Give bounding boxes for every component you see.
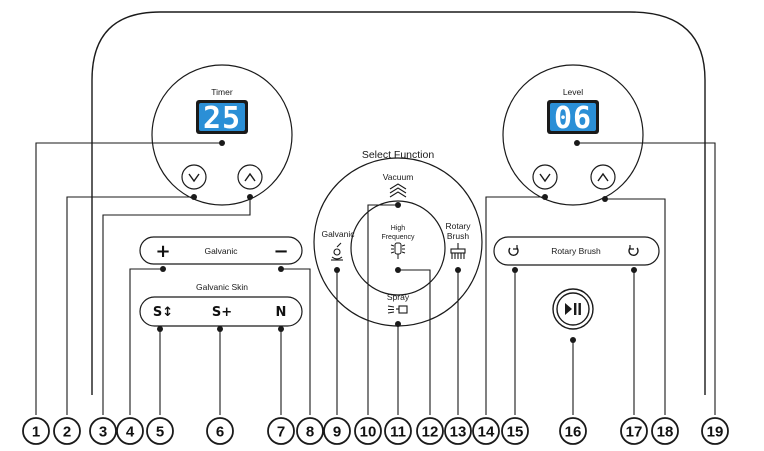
level-display-value: 06 bbox=[554, 101, 592, 136]
galvanic-skin-title: Galvanic Skin bbox=[196, 282, 248, 292]
level-up-button[interactable] bbox=[590, 164, 616, 190]
svg-text:16: 16 bbox=[565, 424, 582, 441]
callout-11: 11 bbox=[384, 417, 412, 445]
callout-15: 15 bbox=[501, 417, 529, 445]
play-pause-button[interactable] bbox=[552, 288, 594, 343]
callout-17: 17 bbox=[620, 417, 648, 445]
callout-13: 13 bbox=[444, 417, 472, 445]
svg-text:10: 10 bbox=[360, 424, 377, 441]
callout-18: 18 bbox=[651, 417, 679, 445]
rotary-brush-bar: Rotary Brush bbox=[493, 236, 660, 273]
callout-8: 8 bbox=[296, 417, 324, 445]
galvanic-wand-icon bbox=[331, 242, 343, 261]
vacuum-label: Vacuum bbox=[383, 172, 414, 182]
svg-text:5: 5 bbox=[156, 424, 164, 441]
callout-19: 19 bbox=[701, 417, 729, 445]
chevron-down-icon bbox=[539, 173, 551, 183]
galvanic-skin-bar: S↕ S+ N bbox=[139, 296, 303, 332]
svg-text:8: 8 bbox=[306, 424, 314, 441]
rotary-brush-label-line2: Brush bbox=[447, 231, 469, 241]
play-pause-icon bbox=[565, 303, 581, 315]
timer-up-button[interactable] bbox=[237, 164, 263, 190]
timer-dial: Timer 25 bbox=[151, 64, 293, 206]
galvanic-plus-button[interactable]: + bbox=[155, 241, 170, 262]
select-function-title: Select Function bbox=[362, 149, 435, 161]
svg-text:3: 3 bbox=[99, 424, 107, 441]
rotary-brush-bar-label: Rotary Brush bbox=[551, 246, 601, 256]
callout-5: 5 bbox=[146, 417, 174, 445]
rotary-brush-label-line1: Rotary bbox=[445, 221, 471, 231]
galvanic-skin-button-1[interactable]: S↕ bbox=[153, 305, 173, 320]
brush-icon bbox=[450, 243, 466, 259]
rotary-ccw-button[interactable] bbox=[508, 245, 519, 257]
vacuum-icon bbox=[389, 183, 407, 198]
svg-text:18: 18 bbox=[657, 424, 674, 441]
svg-text:14: 14 bbox=[478, 424, 495, 441]
svg-text:13: 13 bbox=[450, 424, 467, 441]
timer-display: 25 bbox=[196, 100, 248, 136]
callout-9: 9 bbox=[323, 417, 351, 445]
chevron-up-icon bbox=[597, 172, 609, 182]
rotary-cw-button[interactable] bbox=[628, 245, 639, 257]
callout-1: 1 bbox=[22, 417, 50, 445]
leader-lines bbox=[35, 142, 716, 415]
svg-text:7: 7 bbox=[277, 424, 285, 441]
svg-text:12: 12 bbox=[422, 424, 439, 441]
vacuum-option[interactable]: Vacuum bbox=[383, 172, 414, 208]
callout-14: 14 bbox=[472, 417, 500, 445]
galvanic-bar: + Galvanic − bbox=[139, 236, 303, 272]
callout-12: 12 bbox=[416, 417, 444, 445]
select-function-dial: Vacuum Galvanic High Frequency bbox=[313, 157, 483, 327]
level-dial: Level 06 bbox=[502, 64, 644, 206]
galvanic-minus-button[interactable]: − bbox=[273, 241, 288, 262]
chevron-up-icon bbox=[244, 172, 256, 182]
level-display: 06 bbox=[547, 100, 599, 136]
callout-6: 6 bbox=[206, 417, 234, 445]
galvanic-skin-button-3[interactable]: N bbox=[276, 305, 287, 320]
callout-7: 7 bbox=[267, 417, 295, 445]
galvanic-option-label: Galvanic bbox=[321, 229, 355, 239]
svg-text:17: 17 bbox=[626, 424, 643, 441]
timer-down-button[interactable] bbox=[181, 164, 207, 190]
galvanic-skin-button-2[interactable]: S+ bbox=[212, 305, 232, 320]
callout-3: 3 bbox=[89, 417, 117, 445]
svg-text:2: 2 bbox=[63, 424, 71, 441]
level-down-button[interactable] bbox=[532, 164, 558, 190]
callouts: 1 2 3 4 5 6 7 8 9 10 11 12 13 14 15 16 1… bbox=[22, 417, 729, 445]
callout-2: 2 bbox=[53, 417, 81, 445]
svg-text:19: 19 bbox=[707, 424, 724, 441]
timer-label: Timer bbox=[211, 87, 233, 97]
svg-text:4: 4 bbox=[126, 424, 135, 441]
high-frequency-option[interactable]: High Frequency bbox=[381, 225, 415, 273]
chevron-down-icon bbox=[188, 173, 200, 183]
svg-text:11: 11 bbox=[390, 424, 406, 441]
panel-outline bbox=[91, 11, 706, 395]
galvanic-bar-label: Galvanic bbox=[204, 246, 238, 256]
level-label: Level bbox=[563, 87, 583, 97]
svg-text:9: 9 bbox=[333, 424, 341, 441]
svg-text:15: 15 bbox=[507, 424, 524, 441]
high-frequency-bulb-icon bbox=[390, 242, 406, 259]
rotate-ccw-icon bbox=[508, 247, 519, 257]
rotate-cw-icon bbox=[628, 247, 639, 257]
high-frequency-label-line1: High bbox=[391, 225, 406, 232]
callout-10: 10 bbox=[354, 417, 382, 445]
callout-16: 16 bbox=[559, 417, 587, 445]
svg-text:6: 6 bbox=[216, 424, 224, 441]
svg-text:1: 1 bbox=[32, 424, 40, 441]
spray-icon bbox=[387, 305, 408, 314]
spray-label: Spray bbox=[387, 292, 410, 302]
high-frequency-label-line2: Frequency bbox=[381, 234, 415, 241]
timer-display-value: 25 bbox=[203, 101, 241, 136]
callout-4: 4 bbox=[116, 417, 144, 445]
